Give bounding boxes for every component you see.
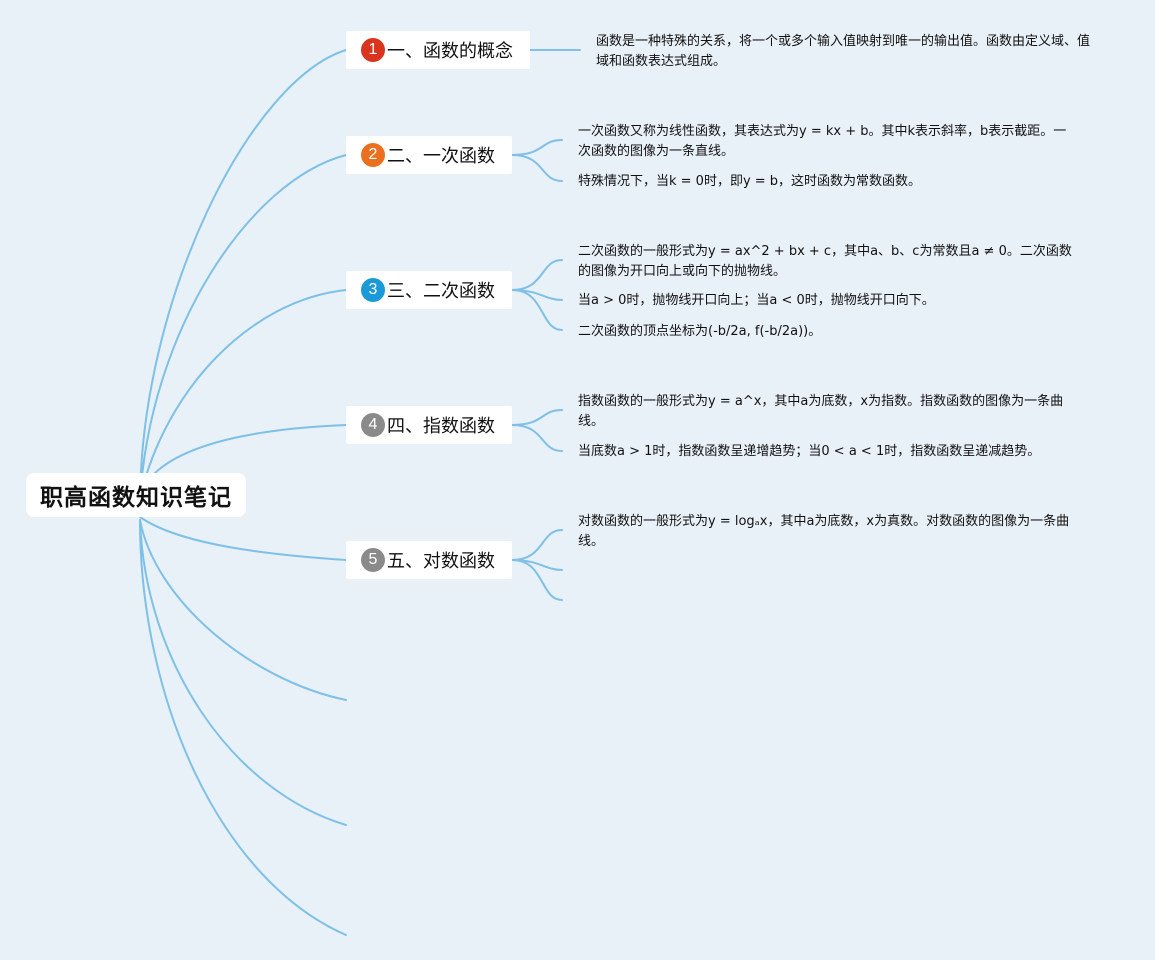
number-3-badge: 3 [361, 278, 385, 302]
topic-1-node[interactable]: 1 一、函数的概念 [346, 31, 530, 69]
root-node[interactable]: 职高函数知识笔记 [26, 473, 246, 517]
topic-1-label: 一、函数的概念 [387, 41, 513, 62]
connector-topic-5 [139, 516, 347, 561]
number-4-badge: 4 [361, 413, 385, 437]
topic-2-note-1: 一次函数又称为线性函数，其表达式为y = kx + b。其中k表示斜率，b表示截… [578, 124, 1067, 159]
connector-empty-1 [139, 519, 347, 701]
connector-empty-2 [139, 519, 347, 826]
number-1-badge: 1 [361, 38, 385, 62]
connector-note-2-2 [511, 154, 563, 182]
topic-2-node[interactable]: 2 二、一次函数 [346, 136, 512, 174]
connector-note-4-1 [511, 409, 563, 426]
topic-4-node[interactable]: 4 四、指数函数 [346, 406, 512, 444]
connector-empty-3 [139, 519, 347, 936]
connector-note-5-3 [511, 559, 563, 601]
connector-topic-3 [139, 289, 347, 499]
topic-2-note-2: 特殊情况下，当k = 0时，即y = b，这时函数为常数函数。 [578, 174, 922, 189]
connector-topic-2 [139, 154, 347, 501]
root-title: 职高函数知识笔记 [40, 485, 232, 511]
topic-1-note-1: 函数是一种特殊的关系，将一个或多个输入值映射到唯一的输出值。函数由定义域、值域和… [596, 34, 1091, 69]
topic-3-note-3: 二次函数的顶点坐标为(-b/2a, f(-b/2a))。 [578, 324, 822, 339]
number-5-badge: 5 [361, 548, 385, 572]
topic-3-note-2: 当a > 0时，抛物线开口向上；当a < 0时，抛物线开口向下。 [578, 293, 935, 308]
topic-4-note-2: 当底数a > 1时，指数函数呈递增趋势；当0 < a < 1时，指数函数呈递减趋… [578, 444, 1041, 459]
topic-3-note-1: 二次函数的一般形式为y = ax^2 + bx + c，其中a、b、c为常数且a… [578, 244, 1072, 279]
topic-2-label: 二、一次函数 [387, 146, 495, 167]
topic-3-node[interactable]: 3 三、二次函数 [346, 271, 512, 309]
connector-note-3-3 [511, 289, 563, 331]
connector-note-5-1 [511, 529, 563, 561]
topic-5-note-1: 对数函数的一般形式为y = logₐx，其中a为底数，x为真数。对数函数的图像为… [578, 514, 1070, 549]
connector-note-3-1 [511, 259, 563, 291]
topic-5-label: 五、对数函数 [387, 551, 495, 572]
connector-topic-4 [154, 424, 347, 474]
connector-note-2-1 [511, 139, 563, 156]
topic-3-label: 三、二次函数 [387, 281, 495, 302]
number-2-badge: 2 [361, 143, 385, 167]
connector-topic-1 [139, 49, 347, 506]
topic-4-label: 四、指数函数 [387, 416, 495, 437]
topic-4-note-1: 指数函数的一般形式为y = a^x，其中a为底数，x为指数。指数函数的图像为一条… [578, 394, 1064, 429]
topic-5-node[interactable]: 5 五、对数函数 [346, 541, 512, 579]
connector-note-4-2 [511, 424, 563, 452]
